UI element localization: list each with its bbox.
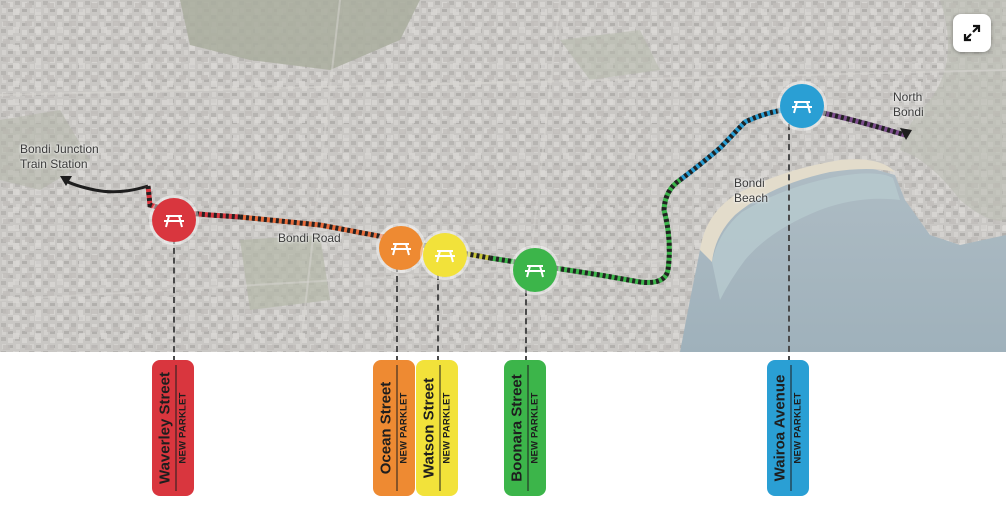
aerial-map-background xyxy=(0,0,1006,352)
picnic-table-icon xyxy=(792,101,812,114)
picnic-table-icon xyxy=(435,250,455,263)
parklet-pin-ocean[interactable] xyxy=(379,226,423,270)
parklet-tag-wairoa[interactable]: Wairoa Avenue NEW PARKLET xyxy=(767,360,809,496)
parklet-subtitle: NEW PARKLET xyxy=(529,392,541,464)
parklet-street-name: Boonara Street xyxy=(508,365,529,491)
parklet-street-name: Watson Street xyxy=(420,365,441,491)
label-bondi-junction: Bondi Junction Train Station xyxy=(20,142,99,171)
expand-arrows-icon xyxy=(963,24,981,42)
parklet-subtitle: NEW PARKLET xyxy=(177,392,189,464)
parklet-tag-ocean[interactable]: Ocean Street NEW PARKLET xyxy=(373,360,415,496)
parklet-tag-watson[interactable]: Watson Street NEW PARKLET xyxy=(416,360,458,496)
route-origin-arrowhead xyxy=(60,176,72,186)
parklet-subtitle: NEW PARKLET xyxy=(441,392,453,464)
parklet-pin-waverley[interactable] xyxy=(152,198,196,242)
parklet-tag-boonara[interactable]: Boonara Street NEW PARKLET xyxy=(504,360,546,496)
parklet-pin-watson[interactable] xyxy=(423,233,467,277)
label-bondi-beach: Bondi Beach xyxy=(734,176,769,205)
parklet-tag-waverley[interactable]: Waverley Street NEW PARKLET xyxy=(152,360,194,496)
parklet-subtitle: NEW PARKLET xyxy=(398,392,410,464)
route-destination-arrowhead xyxy=(900,128,912,140)
parklet-street-name: Waverley Street xyxy=(156,365,177,491)
picnic-table-icon xyxy=(164,215,184,228)
leader-line-boonara xyxy=(525,290,527,362)
label-bondi-road: Bondi Road xyxy=(278,231,341,245)
parklet-street-name: Ocean Street xyxy=(377,365,398,491)
leader-line-wairoa xyxy=(788,124,790,362)
leader-line-ocean xyxy=(396,266,398,362)
picnic-table-icon xyxy=(391,243,411,256)
parklet-street-name: Wairoa Avenue xyxy=(771,365,792,491)
parklet-pin-boonara[interactable] xyxy=(513,248,557,292)
label-north-bondi: North Bondi xyxy=(893,90,924,119)
picnic-table-icon xyxy=(525,265,545,278)
parklet-pin-wairoa[interactable] xyxy=(780,84,824,128)
parklet-subtitle: NEW PARKLET xyxy=(792,392,804,464)
leader-line-waverley xyxy=(173,238,175,362)
expand-map-button[interactable] xyxy=(953,14,991,52)
leader-line-watson xyxy=(437,274,439,362)
map-view[interactable]: Bondi Junction Train Station Bondi Road … xyxy=(0,0,1006,352)
route-origin-line xyxy=(63,178,149,194)
